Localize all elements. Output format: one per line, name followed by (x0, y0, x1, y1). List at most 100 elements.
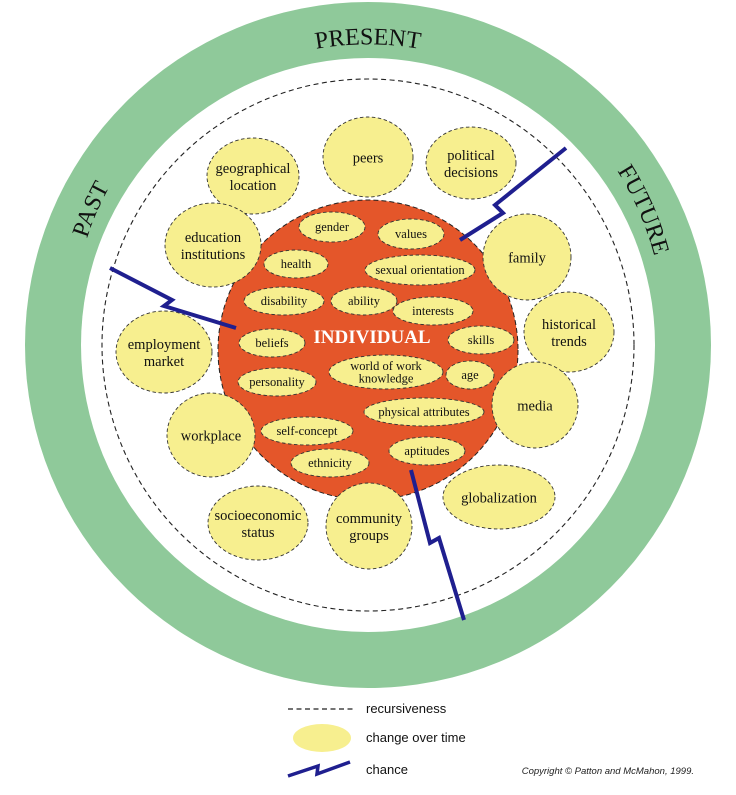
context-label-line: media (517, 399, 553, 415)
context-oval-geographical-location (206, 137, 300, 215)
core-oval-values (377, 218, 445, 250)
core-label-self-concept: self-concept (276, 424, 338, 438)
context-label-peers: peers (353, 151, 384, 167)
legend-chance-label: chance (366, 762, 408, 777)
context-label-family: family (508, 251, 547, 267)
context-label-line: historical (542, 317, 596, 333)
context-label-globalization: globalization (461, 491, 537, 507)
core-label-interests: interests (412, 304, 454, 318)
core-oval-physical-attributes (363, 397, 485, 427)
core-label-skills: skills (468, 333, 495, 347)
core-oval-interests (392, 296, 474, 326)
core-label-gender: gender (315, 220, 350, 234)
core-label-ethnicity: ethnicity (308, 456, 352, 470)
context-label-line: groups (349, 528, 389, 544)
core-oval-beliefs (238, 328, 306, 358)
context-oval-peers (322, 116, 414, 198)
core-label-line: ethnicity (308, 456, 352, 470)
core-label-disability: disability (261, 294, 308, 308)
chance-bolt-left (109, 266, 237, 330)
core-label-line: ability (348, 294, 381, 308)
individual-title: INDIVIDUAL (313, 327, 430, 348)
core-oval-aptitudes (388, 436, 466, 466)
core-label-line: interests (412, 304, 454, 318)
core-label-line: age (461, 368, 479, 382)
core-label-line: personality (249, 375, 305, 389)
individual-influences: gender values health sexual orientation disa… (237, 211, 515, 478)
core-oval-disability (243, 286, 325, 316)
legend-change-swatch (293, 724, 351, 752)
core-label-personality: personality (249, 375, 305, 389)
legend-change-label: change over time (366, 730, 466, 745)
core-label-line: values (395, 227, 427, 241)
core-oval-skills (447, 325, 515, 355)
core-label-line: knowledge (359, 371, 414, 385)
context-label-line: trends (551, 334, 587, 350)
context-oval-family (482, 213, 572, 301)
core-label-line: beliefs (255, 336, 288, 350)
context-label-workplace: workplace (181, 429, 241, 445)
core-label-aptitudes: aptitudes (404, 444, 449, 458)
context-label-line: institutions (181, 247, 246, 263)
context-label-line: geographical (216, 161, 291, 177)
core-oval-world-of-work-knowledge (328, 354, 444, 390)
core-label-physical-attributes: physical attributes (378, 405, 469, 419)
copyright-notice: Copyright © Patton and McMahon, 1999. (522, 766, 694, 777)
core-label-values: values (395, 227, 427, 241)
context-label-line: globalization (461, 491, 537, 507)
recursiveness-boundary-outer (101, 78, 635, 612)
context-oval-employment-market (115, 310, 213, 394)
context-label-media: media (517, 399, 553, 415)
core-label-health: health (281, 257, 312, 271)
core-label-line: disability (261, 294, 308, 308)
context-oval-media (491, 361, 579, 449)
context-label-line: peers (353, 151, 384, 167)
context-label-line: political (447, 148, 495, 164)
core-label-age: age (461, 368, 479, 382)
context-oval-workplace (166, 392, 256, 478)
core-label-line: world of work (350, 359, 422, 373)
context-label-line: workplace (181, 429, 241, 445)
core-label-line: gender (315, 220, 350, 234)
context-label-line: location (230, 178, 277, 194)
context-oval-education-institutions (164, 202, 262, 288)
context-oval-globalization (442, 464, 556, 530)
core-oval-gender (298, 211, 366, 243)
core-oval-age (445, 360, 495, 390)
core-oval-ability (330, 286, 398, 316)
core-oval-sexual-orientation (364, 254, 476, 286)
core-label-line: aptitudes (404, 444, 449, 458)
context-label-line: community (336, 511, 403, 527)
core-oval-personality (237, 367, 317, 397)
core-oval-health (263, 249, 329, 279)
core-label-ability: ability (348, 294, 381, 308)
context-label-line: family (508, 251, 547, 267)
core-label-line: physical attributes (378, 405, 469, 419)
context-label-line: education (185, 230, 242, 246)
chance-bolt-right (458, 146, 568, 242)
context-label-line: status (241, 525, 274, 541)
core-label-line: self-concept (276, 424, 338, 438)
core-label-line: skills (468, 333, 495, 347)
context-oval-political-decisions (425, 126, 517, 200)
context-oval-historical-trends (523, 291, 615, 373)
ring-label-present: PRESENT (313, 24, 423, 54)
context-oval-socioeconomic-status (207, 485, 309, 561)
context-oval-community-groups (325, 482, 413, 570)
core-label-line: sexual orientation (375, 263, 465, 277)
legend-recursiveness-label: recursiveness (366, 701, 447, 716)
context-label-line: socioeconomic (215, 508, 302, 524)
core-label-sexual-orientation: sexual orientation (375, 263, 465, 277)
core-label-line: health (281, 257, 312, 271)
context-label-line: employment (128, 337, 201, 353)
legend: recursiveness change over time chance (287, 701, 466, 778)
core-label-beliefs: beliefs (255, 336, 288, 350)
